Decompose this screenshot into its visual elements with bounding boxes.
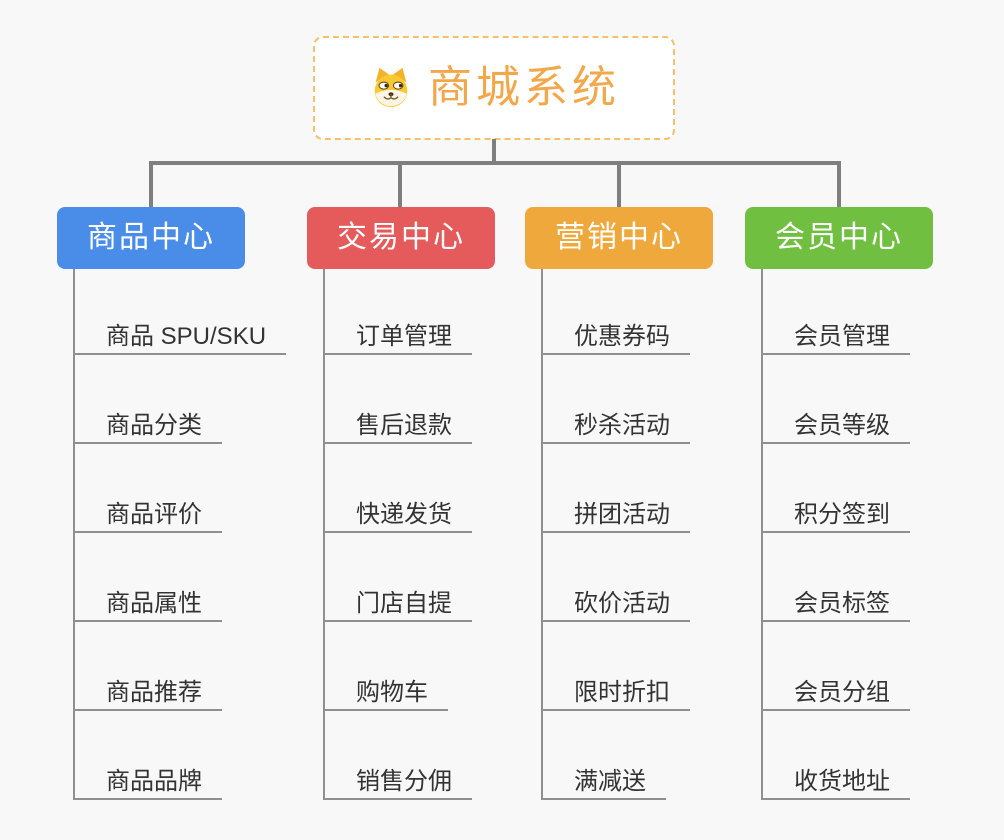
- branch-trunk: [323, 269, 325, 800]
- branch-item[interactable]: 会员管理: [761, 313, 910, 355]
- connector-drop-trade: [398, 163, 402, 207]
- branch-item[interactable]: 砍价活动: [541, 580, 690, 622]
- connector-drop-member: [837, 163, 841, 207]
- branch-item[interactable]: 商品 SPU/SKU: [73, 313, 287, 355]
- branch-product-center: 商品中心 商品 SPU/SKU 商品分类商品评价商品属性商品推荐商品品牌: [57, 207, 307, 827]
- branch-trunk: [541, 269, 543, 800]
- branch-header-marketing-center[interactable]: 营销中心: [525, 207, 713, 269]
- branch-item[interactable]: 限时折扣: [541, 669, 690, 711]
- branch-item[interactable]: 收货地址: [761, 758, 910, 800]
- branch-item[interactable]: 订单管理: [323, 313, 472, 355]
- branch-item[interactable]: 门店自提: [323, 580, 472, 622]
- branch-header-trade-center[interactable]: 交易中心: [307, 207, 495, 269]
- root-node[interactable]: 商城系统: [313, 36, 675, 140]
- branch-item[interactable]: 商品评价: [73, 491, 222, 533]
- branch-item[interactable]: 商品属性: [73, 580, 222, 622]
- branch-item[interactable]: 购物车: [323, 669, 448, 711]
- branch-header-product-center[interactable]: 商品中心: [57, 207, 245, 269]
- branch-item[interactable]: 拼团活动: [541, 491, 690, 533]
- branch-item[interactable]: 销售分佣: [323, 758, 472, 800]
- branch-trunk: [761, 269, 763, 800]
- branch-item[interactable]: 售后退款: [323, 402, 472, 444]
- connector-bus: [149, 161, 841, 165]
- connector-drop-marketing: [617, 163, 621, 207]
- branch-item[interactable]: 商品推荐: [73, 669, 222, 711]
- branch-header-member-center[interactable]: 会员中心: [745, 207, 933, 269]
- branch-trade-center: 交易中心 订单管理售后退款快递发货门店自提购物车销售分佣: [307, 207, 557, 827]
- branch-item[interactable]: 会员分组: [761, 669, 910, 711]
- branch-item[interactable]: 会员标签: [761, 580, 910, 622]
- branch-item[interactable]: 商品分类: [73, 402, 222, 444]
- branch-item[interactable]: 积分签到: [761, 491, 910, 533]
- branch-member-center: 会员中心 会员管理会员等级积分签到会员标签会员分组收货地址: [745, 207, 995, 827]
- branch-item[interactable]: 会员等级: [761, 402, 910, 444]
- branch-item[interactable]: 商品品牌: [73, 758, 222, 800]
- dog-face-icon: [368, 65, 414, 111]
- branch-trunk: [73, 269, 75, 800]
- connector-drop-product: [149, 163, 153, 207]
- branch-item[interactable]: 秒杀活动: [541, 402, 690, 444]
- branch-marketing-center: 营销中心 优惠券码秒杀活动拼团活动砍价活动限时折扣满减送: [525, 207, 775, 827]
- branch-item[interactable]: 优惠券码: [541, 313, 690, 355]
- branch-item[interactable]: 满减送: [541, 758, 666, 800]
- connector-root-stub: [492, 139, 496, 163]
- root-title: 商城系统: [428, 63, 620, 112]
- branch-item[interactable]: 快递发货: [323, 491, 472, 533]
